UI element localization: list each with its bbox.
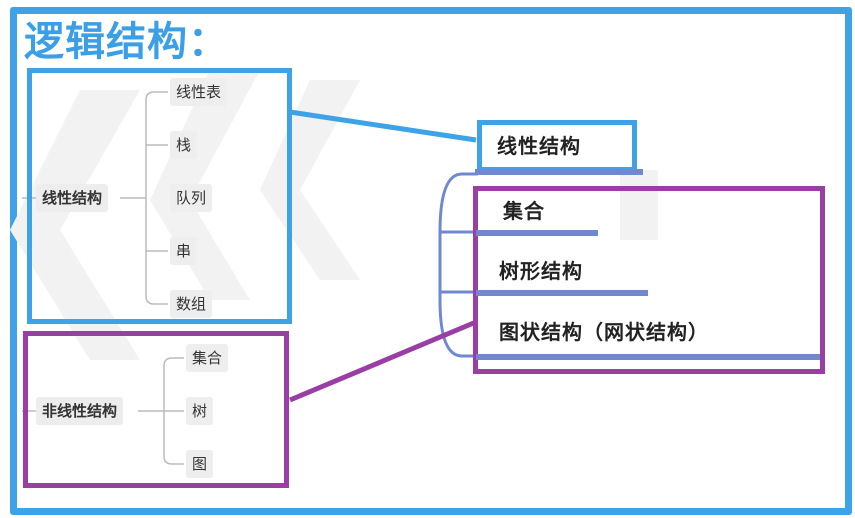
nonlinear-root-node: 非线性结构 [36, 397, 124, 425]
linear-root-node: 线性结构 [36, 184, 109, 212]
right-item-tree-structure: 树形结构 [499, 259, 583, 283]
underline-graph-structure [476, 354, 820, 360]
underline-set [476, 230, 598, 236]
right-item-graph-structure: 图状结构（网状结构） [499, 320, 709, 344]
tree-node-set: 集合 [186, 344, 229, 372]
connector-blue [289, 109, 477, 143]
tree-node-linear-list: 线性表 [170, 78, 228, 106]
right-bracket [438, 172, 478, 358]
outer-frame [10, 7, 852, 515]
header-underline [475, 169, 643, 175]
page-title: 逻辑结构： [24, 19, 229, 65]
tree-node-queue: 队列 [170, 184, 213, 212]
tree-node-graph: 图 [186, 450, 214, 478]
linear-group-box [27, 68, 292, 324]
right-item-set: 集合 [503, 199, 545, 223]
connector-purple [289, 319, 477, 403]
underline-tree-structure [476, 290, 648, 296]
linear-tree-branches [22, 91, 168, 305]
nonlinear-group-box [23, 331, 289, 488]
tree-node-tree: 树 [186, 397, 214, 425]
right-items-box [473, 186, 825, 374]
right-header-label: 线性结构 [497, 134, 581, 158]
tree-node-string: 串 [170, 237, 198, 265]
tree-node-stack: 栈 [170, 131, 198, 159]
tree-node-array: 数组 [170, 290, 213, 318]
